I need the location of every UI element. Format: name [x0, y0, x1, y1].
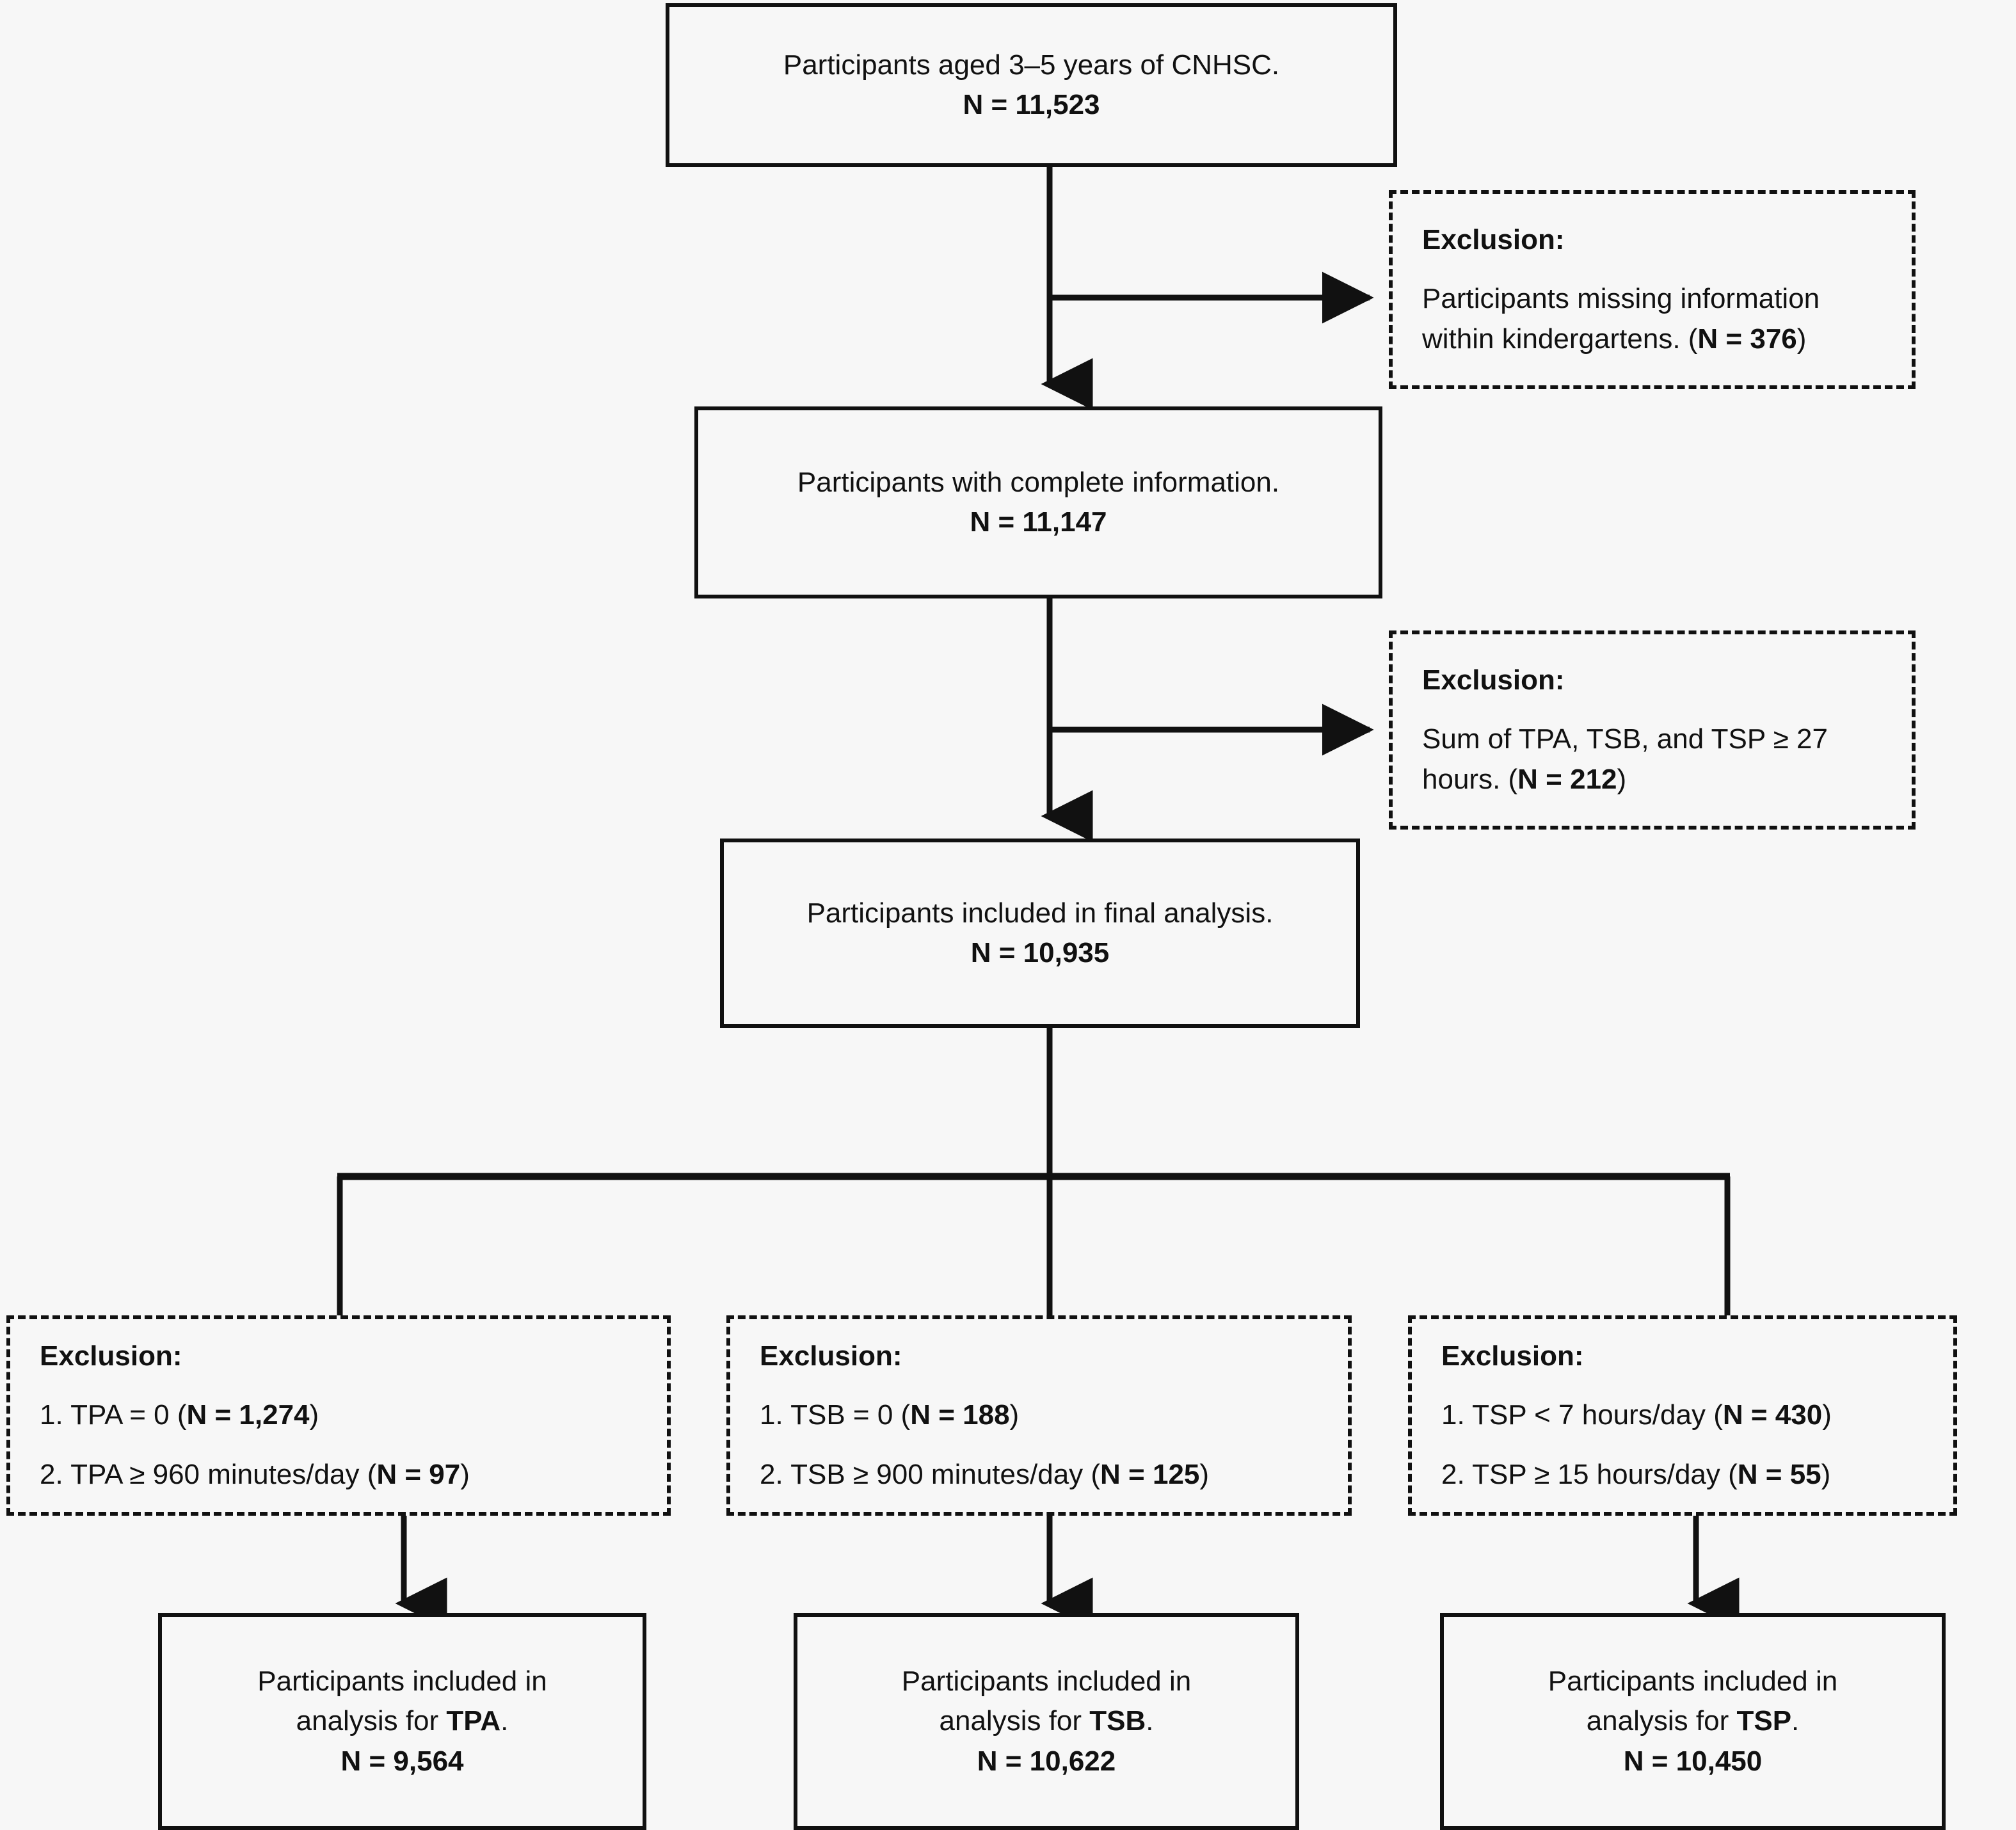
exclusion2-body: Sum of TPA, TSB, and TSP ≥ 27 hours. (N …: [1422, 719, 1895, 799]
exclusion-tsb-item-1: 1. TSB = 0 (N = 188): [760, 1395, 1019, 1435]
exclusion-tsb-heading: Exclusion:: [760, 1340, 902, 1372]
result-tsb-line-1: Participants included in: [901, 1665, 1192, 1697]
exclusion2-text-2: ): [1617, 763, 1627, 795]
node1-count-label: N =: [963, 89, 1016, 120]
result-tsp-suffix: .: [1791, 1705, 1800, 1737]
exclusion-tsp-item1-close: ): [1822, 1399, 1832, 1431]
exclusion-tsb-item2-close: ): [1199, 1458, 1210, 1490]
result-tpa-prefix: analysis for: [296, 1705, 447, 1737]
result-tsp-prefix: analysis for: [1586, 1705, 1737, 1737]
exclusion-tsb-item-2: 2. TSB ≥ 900 minutes/day (N = 125): [760, 1455, 1209, 1495]
exclusion-tsb-item1-text: 1. TSB = 0 (: [760, 1399, 911, 1431]
result-tsp-code: TSP: [1736, 1705, 1792, 1737]
result-tpa-code: TPA: [446, 1705, 501, 1737]
node3-description: Participants included in final analysis.: [806, 897, 1274, 929]
exclusion-tpa-item2-text: 2. TPA ≥ 960 minutes/day (: [40, 1458, 377, 1490]
exclusion1-count: N = 376: [1697, 323, 1797, 355]
result-tsb-count: N = 10,622: [977, 1742, 1116, 1781]
result-tsb-line-2: analysis for TSB.: [940, 1701, 1154, 1741]
exclusion-tsp-heading: Exclusion:: [1441, 1340, 1584, 1372]
node-result-tsb: Participants included in analysis for TS…: [794, 1613, 1299, 1830]
node-exclusion-tsb: Exclusion: 1. TSB = 0 (N = 188) 2. TSB ≥…: [726, 1315, 1352, 1516]
node-participants-final-analysis: Participants included in final analysis.…: [720, 839, 1360, 1028]
result-tpa-count: N = 9,564: [340, 1742, 463, 1781]
exclusion-tpa-item1-text: 1. TPA = 0 (: [40, 1399, 187, 1431]
result-tsb-prefix: analysis for: [939, 1705, 1090, 1737]
result-tsb-code: TSB: [1089, 1705, 1146, 1737]
node-exclusion-tsp: Exclusion: 1. TSP < 7 hours/day (N = 430…: [1408, 1315, 1957, 1516]
result-tpa-line-1: Participants included in: [257, 1665, 547, 1697]
node3-count-label: N =: [970, 937, 1023, 968]
result-tpa-line-2: analysis for TPA.: [296, 1701, 509, 1741]
result-tsp-count: N = 10,450: [1624, 1742, 1763, 1781]
node2-count: N = 11,147: [970, 502, 1107, 542]
node1-count-value: 11,523: [1015, 89, 1100, 120]
node3-count: N = 10,935: [971, 933, 1110, 973]
exclusion-tpa-item2-count: N = 97: [376, 1458, 461, 1490]
exclusion-tsp-item2-count: N = 55: [1737, 1458, 1821, 1490]
exclusion1-heading: Exclusion:: [1422, 223, 1565, 255]
node-exclusion-sum-over-27-hours: Exclusion: Sum of TPA, TSB, and TSP ≥ 27…: [1389, 630, 1916, 830]
node-participants-complete-info: Participants with complete information. …: [694, 406, 1382, 598]
exclusion-tsp-item2-text: 2. TSP ≥ 15 hours/day (: [1441, 1458, 1738, 1490]
node1-description: Participants aged 3–5 years of CNHSC.: [783, 49, 1280, 81]
exclusion-tsp-item2-close: ): [1821, 1458, 1831, 1490]
node-result-tpa: Participants included in analysis for TP…: [158, 1613, 646, 1830]
result-tsp-line-1: Participants included in: [1548, 1665, 1838, 1697]
exclusion-tsp-item1-text: 1. TSP < 7 hours/day (: [1441, 1399, 1723, 1431]
result-tsb-count-value: 10,622: [1029, 1745, 1116, 1777]
exclusion-tsb-item2-count: N = 125: [1100, 1458, 1200, 1490]
result-tpa-count-value: 9,564: [393, 1745, 464, 1777]
node3-count-value: 10,935: [1023, 937, 1110, 968]
result-tsp-count-value: 10,450: [1676, 1745, 1763, 1777]
exclusion-tpa-item1-close: ): [309, 1399, 319, 1431]
exclusion-tpa-item2-close: ): [460, 1458, 470, 1490]
exclusion-tsb-item2-text: 2. TSB ≥ 900 minutes/day (: [760, 1458, 1101, 1490]
exclusion-tsp-item-2: 2. TSP ≥ 15 hours/day (N = 55): [1441, 1455, 1830, 1495]
result-tsp-line-2: analysis for TSP.: [1587, 1701, 1800, 1741]
result-tpa-suffix: .: [500, 1705, 509, 1737]
exclusion2-text-1: Sum of TPA, TSB, and TSP ≥ 27 hours. (: [1422, 723, 1828, 795]
exclusion1-body: Participants missing information within …: [1422, 279, 1895, 359]
exclusion-tpa-item-1: 1. TPA = 0 (N = 1,274): [40, 1395, 319, 1435]
node2-count-value: 11,147: [1022, 506, 1107, 538]
node2-description: Participants with complete information.: [797, 466, 1280, 498]
node1-count: N = 11,523: [963, 85, 1100, 125]
exclusion-tpa-item-2: 2. TPA ≥ 960 minutes/day (N = 97): [40, 1455, 470, 1495]
node2-count-label: N =: [970, 506, 1023, 538]
node-exclusion-tpa: Exclusion: 1. TPA = 0 (N = 1,274) 2. TPA…: [6, 1315, 671, 1516]
exclusion-tpa-heading: Exclusion:: [40, 1340, 182, 1372]
exclusion-tsb-item1-count: N = 188: [910, 1399, 1010, 1431]
result-tsb-suffix: .: [1146, 1705, 1154, 1737]
exclusion-tsp-item1-count: N = 430: [1722, 1399, 1823, 1431]
node-participants-aged-3-5: Participants aged 3–5 years of CNHSC. N …: [666, 3, 1397, 167]
exclusion-tsb-item1-close: ): [1009, 1399, 1020, 1431]
node-exclusion-missing-info: Exclusion: Participants missing informat…: [1389, 190, 1916, 389]
exclusion-tpa-item1-count: N = 1,274: [186, 1399, 310, 1431]
exclusion2-count: N = 212: [1517, 763, 1617, 795]
result-tsb-count-label: N =: [977, 1745, 1030, 1777]
result-tpa-count-label: N =: [340, 1745, 394, 1777]
exclusion1-text-1: Participants missing information within …: [1422, 283, 1820, 355]
node-result-tsp: Participants included in analysis for TS…: [1440, 1613, 1946, 1830]
exclusion-tsp-item-1: 1. TSP < 7 hours/day (N = 430): [1441, 1395, 1832, 1435]
exclusion1-text-2: ): [1796, 323, 1807, 355]
result-tsp-count-label: N =: [1623, 1745, 1676, 1777]
exclusion2-heading: Exclusion:: [1422, 664, 1565, 696]
